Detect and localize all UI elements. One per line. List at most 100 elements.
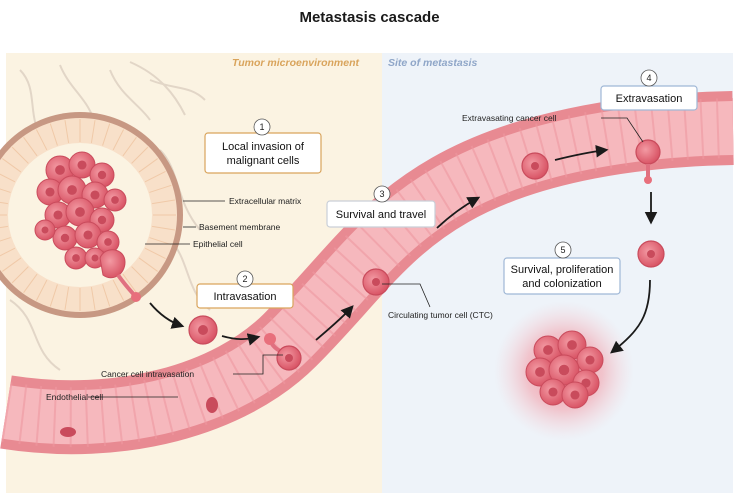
- tumor-cell-nucleus: [97, 215, 107, 225]
- primary-tumor-cluster: [34, 151, 127, 270]
- extravasating-cancer-cell: [635, 139, 661, 184]
- epithelial-cell-divider: [0, 188, 11, 193]
- step-3-label: Survival and travel: [336, 209, 427, 221]
- label-extravasating-cancer-cell: Extravasating cancer cell: [462, 113, 557, 123]
- circulating-tumor-cell: [362, 268, 390, 296]
- epithelial-cell-divider: [122, 273, 137, 293]
- epithelial-cell-divider: [149, 237, 172, 246]
- arrow-to-colonization: [610, 279, 651, 354]
- vessel-blood-cell-1: [60, 427, 76, 437]
- step-4-box: Extravasation 4: [600, 69, 698, 111]
- invading-cancer-cell: [99, 249, 141, 302]
- epithelial-cell-divider: [35, 129, 48, 151]
- epithelial-cell-divider: [49, 123, 58, 146]
- epithelial-cell-divider: [0, 173, 16, 183]
- label-extracellular-matrix: Extracellular matrix: [229, 196, 302, 206]
- step-5-box: Survival, proliferation and colonization…: [503, 241, 621, 295]
- metastasis-region-label: Site of metastasis: [388, 57, 477, 69]
- arrow-travel: [436, 196, 481, 229]
- colony-cell-nucleus: [543, 345, 553, 355]
- step-3-number: 3: [379, 189, 384, 199]
- epithelial-cell-divider: [0, 237, 11, 242]
- tumor-cell-nucleus: [55, 165, 65, 175]
- epithelial-cell-divider: [64, 287, 70, 310]
- colony-cell-nucleus: [535, 367, 545, 377]
- step-1-number: 1: [259, 122, 264, 132]
- colony-cell-nucleus: [548, 387, 558, 397]
- colony-cell-nucleus: [570, 390, 580, 400]
- extravasated-cancer-cell: [637, 240, 665, 268]
- colony-cell-nucleus: [558, 364, 570, 376]
- arrow-to-migration: [149, 302, 185, 329]
- label-basement-membrane: Basement membrane: [199, 222, 281, 232]
- vessel-blood-cell-2: [206, 397, 218, 413]
- epithelial-cell-divider: [90, 120, 96, 143]
- step-4-number: 4: [646, 73, 651, 83]
- epithelial-cell-divider: [35, 279, 48, 301]
- tumor-cell-nucleus: [75, 207, 85, 217]
- tumor-cell-nucleus: [53, 210, 63, 220]
- arrow-travel-2: [554, 144, 609, 161]
- step-4-label: Extravasation: [616, 93, 683, 105]
- epithelial-cell-divider: [2, 158, 22, 173]
- epithelial-cell-divider: [23, 137, 38, 157]
- step-1-line2: malignant cells: [227, 155, 300, 167]
- tumor-cell-nucleus: [90, 190, 100, 200]
- tumor-region-label: Tumor microenvironment: [232, 57, 359, 69]
- step-1-box: Local invasion of malignant cells 1: [204, 118, 322, 174]
- tumor-cell-nucleus: [77, 160, 87, 170]
- epithelial-cell-divider: [131, 266, 149, 284]
- epithelial-cell-divider: [11, 146, 29, 164]
- callout-lines: [88, 117, 644, 398]
- label-epithelial-cell: Epithelial cell: [193, 239, 243, 249]
- tumor-cell-nucleus: [111, 196, 119, 204]
- tumor-cell-nucleus: [91, 254, 99, 262]
- epithelial-cell-divider: [102, 284, 111, 307]
- step-1-line1: Local invasion of: [222, 141, 305, 153]
- tumor-cell-nucleus: [41, 226, 49, 234]
- tumor-cell-nucleus: [60, 233, 70, 243]
- label-circulating-tumor-cell: Circulating tumor cell (CTC): [388, 310, 493, 320]
- cancer-cell-entering-vessel: [264, 333, 302, 371]
- epithelial-cell-divider: [152, 225, 175, 231]
- epithelial-cell-divider: [144, 247, 166, 260]
- epithelial-cell-divider: [152, 199, 175, 205]
- epithelial-cell-divider: [90, 287, 96, 310]
- step-2-box: Intravasation 2: [196, 270, 294, 309]
- epithelial-cell-divider: [112, 279, 125, 301]
- page-title: Metastasis cascade: [299, 9, 440, 26]
- epithelial-cell-divider: [23, 273, 38, 293]
- colony-cell-nucleus: [567, 340, 577, 350]
- tumor-cell-nucleus: [83, 230, 93, 240]
- step-3-box: Survival and travel 3: [326, 185, 436, 228]
- epithelial-cell-divider: [11, 266, 29, 284]
- epithelial-cell-divider: [138, 158, 158, 173]
- colony-cell-nucleus: [585, 355, 595, 365]
- metastatic-colony: [525, 330, 604, 409]
- epithelial-cell-divider: [122, 137, 137, 157]
- tumor-cell-nucleus: [45, 187, 55, 197]
- epithelial-cell-divider: [0, 247, 16, 257]
- epithelial-cell-divider: [0, 225, 8, 229]
- process-arrows: [149, 144, 658, 354]
- epithelial-cell-divider: [0, 201, 8, 205]
- cancer-cell-in-transit: [521, 152, 549, 180]
- epithelial-cell-divider: [2, 257, 22, 272]
- tumor-cell-nucleus: [67, 185, 77, 195]
- tumor-cell-nucleus: [104, 238, 112, 246]
- epithelial-cell-divider: [149, 184, 172, 193]
- label-endothelial-cell: Endothelial cell: [46, 392, 103, 402]
- step-5-number: 5: [560, 245, 565, 255]
- epithelial-cell-divider: [49, 284, 58, 307]
- tumor-cell-nucleus: [97, 170, 107, 180]
- step-5-line2: and colonization: [522, 278, 602, 290]
- arrow-to-intravasation: [221, 333, 261, 346]
- tumor-cell-nucleus: [72, 254, 80, 262]
- step-2-label: Intravasation: [214, 291, 277, 303]
- epithelial-cell-markings: [0, 119, 176, 311]
- epithelial-cell-divider: [112, 129, 125, 151]
- epithelial-cell-divider: [64, 120, 70, 143]
- step-2-number: 2: [242, 274, 247, 284]
